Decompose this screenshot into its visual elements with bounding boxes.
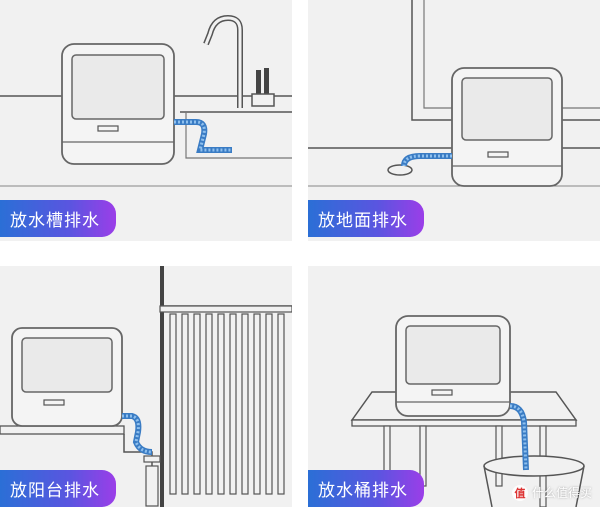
panel-bucket-drain: 放水桶排水 值 什么值得买 xyxy=(308,266,600,507)
balcony-drain-illustration xyxy=(0,266,292,507)
watermark-icon: 值 xyxy=(511,484,528,501)
watermark: 值 什么值得买 xyxy=(511,484,592,501)
panel-sink-drain: 放水槽排水 xyxy=(0,0,292,241)
label-tag: 放水桶排水 xyxy=(308,470,424,507)
sink-drain-illustration xyxy=(0,14,292,187)
panel-floor-drain: 放地面排水 xyxy=(308,0,600,241)
floor-drain-illustration xyxy=(308,0,600,187)
label-tag: 放阳台排水 xyxy=(0,470,116,507)
label-tag: 放地面排水 xyxy=(308,200,424,237)
bucket-drain-illustration xyxy=(350,315,585,507)
panel-balcony-drain: 放阳台排水 xyxy=(0,266,292,507)
watermark-text: 什么值得买 xyxy=(531,486,592,500)
label-tag: 放水槽排水 xyxy=(0,200,116,237)
